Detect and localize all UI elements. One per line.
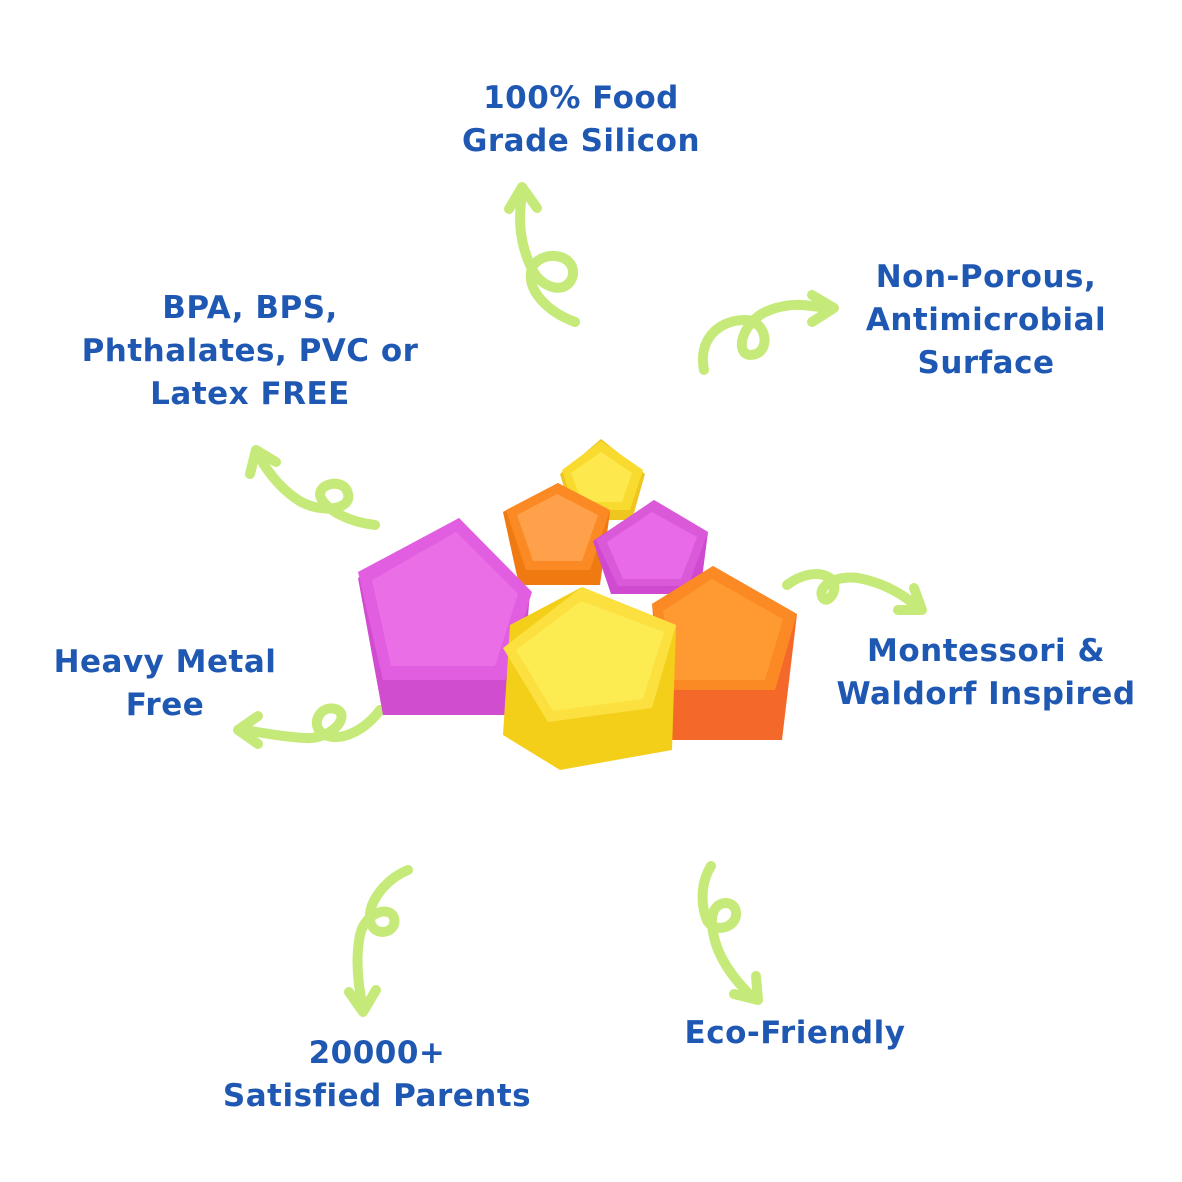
feature-bpa-free-line3: Latex FREE xyxy=(150,376,350,412)
feature-heavy-metal: Heavy Metal Free xyxy=(40,641,290,727)
feature-bpa-free-line1: BPA, BPS, xyxy=(162,290,338,326)
curly-arrow-icon-food-grade xyxy=(504,182,580,327)
feature-non-porous-line2: Antimicrobial xyxy=(865,302,1107,338)
curly-arrow-icon-eco xyxy=(697,861,763,1005)
feature-montessori-line1: Montessori & xyxy=(866,633,1105,669)
feature-parents: 20000+ Satisfied Parents xyxy=(222,1032,532,1118)
pentagon-cup-small-magenta xyxy=(593,500,708,594)
curly-arrow-icon-montessori xyxy=(782,569,927,615)
feature-eco: Eco-Friendly xyxy=(670,1012,920,1055)
feature-heavy-metal-line2: Free xyxy=(125,687,205,723)
pentagon-cup-large-yellow xyxy=(503,587,676,770)
curly-arrow-icon-bpa-free xyxy=(245,445,380,530)
curly-arrow-icon-heavy-metal xyxy=(233,703,385,749)
curly-arrow-icon-parents xyxy=(344,865,413,1017)
feature-parents-line2: Satisfied Parents xyxy=(222,1078,532,1114)
pentagon-cup-large-orange xyxy=(652,566,797,740)
feature-parents-line1: 20000+ xyxy=(308,1035,446,1071)
feature-montessori: Montessori & Waldorf Inspired xyxy=(836,630,1136,716)
feature-heavy-metal-line1: Heavy Metal xyxy=(53,644,277,680)
feature-food-grade-line1: 100% Food xyxy=(483,80,679,116)
feature-food-grade: 100% Food Grade Silicon xyxy=(431,77,731,163)
feature-bpa-free-line2: Phthalates, PVC or xyxy=(81,333,419,369)
curly-arrow-icon-non-porous xyxy=(697,290,839,375)
feature-montessori-line2: Waldorf Inspired xyxy=(836,676,1136,712)
feature-eco-line1: Eco-Friendly xyxy=(684,1015,906,1051)
stacking-toy-illustration xyxy=(358,439,797,770)
feature-food-grade-line2: Grade Silicon xyxy=(461,123,701,159)
feature-non-porous-line1: Non-Porous, xyxy=(875,259,1097,295)
pentagon-cup-small-orange xyxy=(503,483,610,585)
feature-bpa-free: BPA, BPS, Phthalates, PVC or Latex FREE xyxy=(40,287,460,416)
feature-non-porous-line3: Surface xyxy=(917,345,1055,381)
pentagon-cup-large-magenta xyxy=(358,518,532,715)
feature-non-porous: Non-Porous, Antimicrobial Surface xyxy=(836,256,1136,385)
